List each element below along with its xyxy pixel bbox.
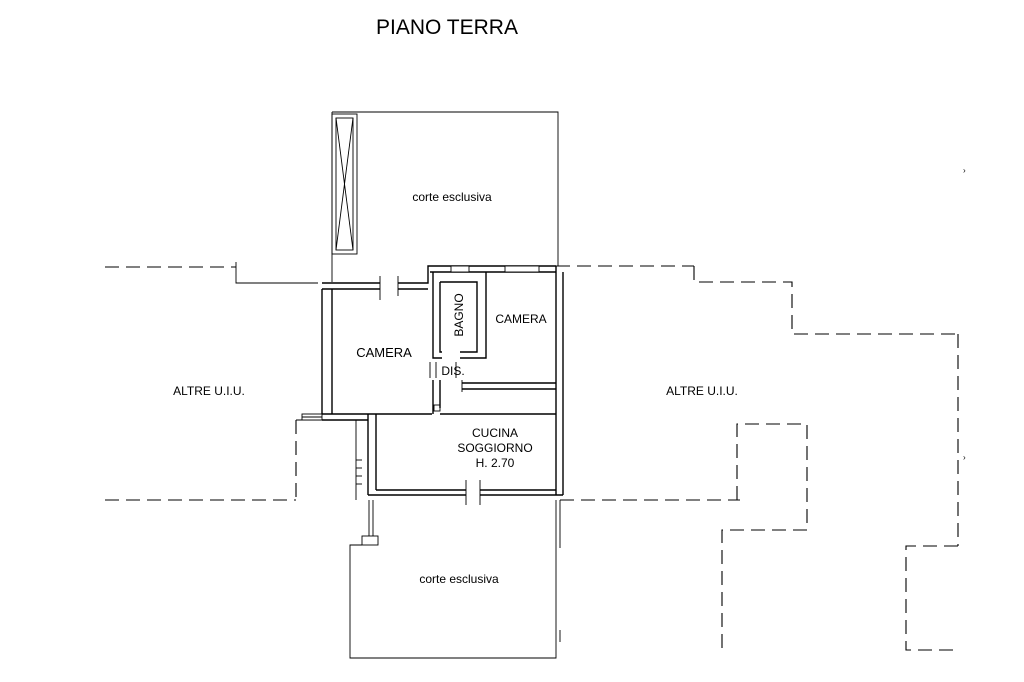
label-camera-right: CAMERA: [495, 312, 546, 326]
room-labels: corte esclusiva CAMERA BAGNO CAMERA DIS.…: [173, 190, 738, 586]
windows: [301, 265, 540, 421]
steps-detail: [356, 459, 362, 485]
apartment-walls: [321, 265, 564, 505]
top-courtyard: [331, 111, 559, 282]
plan-title: PIANO TERRA: [376, 16, 518, 39]
bottom-courtyard: [349, 500, 561, 659]
label-camera-left: CAMERA: [356, 345, 412, 360]
label-corte-bottom: corte esclusiva: [419, 572, 499, 586]
other-units-boundaries: › ›: [105, 166, 966, 655]
label-altre-right: ALTRE U.I.U.: [666, 384, 738, 398]
label-cucina-2: SOGGIORNO: [457, 441, 532, 455]
label-cucina-1: CUCINA: [472, 426, 518, 440]
svg-text:›: ›: [963, 453, 966, 462]
label-dis: DIS.: [441, 364, 464, 378]
label-corte-top: corte esclusiva: [412, 190, 492, 204]
label-altre-left: ALTRE U.I.U.: [173, 384, 245, 398]
label-cucina-3: H. 2.70: [476, 456, 515, 470]
label-bagno: BAGNO: [452, 293, 466, 336]
svg-text:›: ›: [963, 166, 966, 175]
